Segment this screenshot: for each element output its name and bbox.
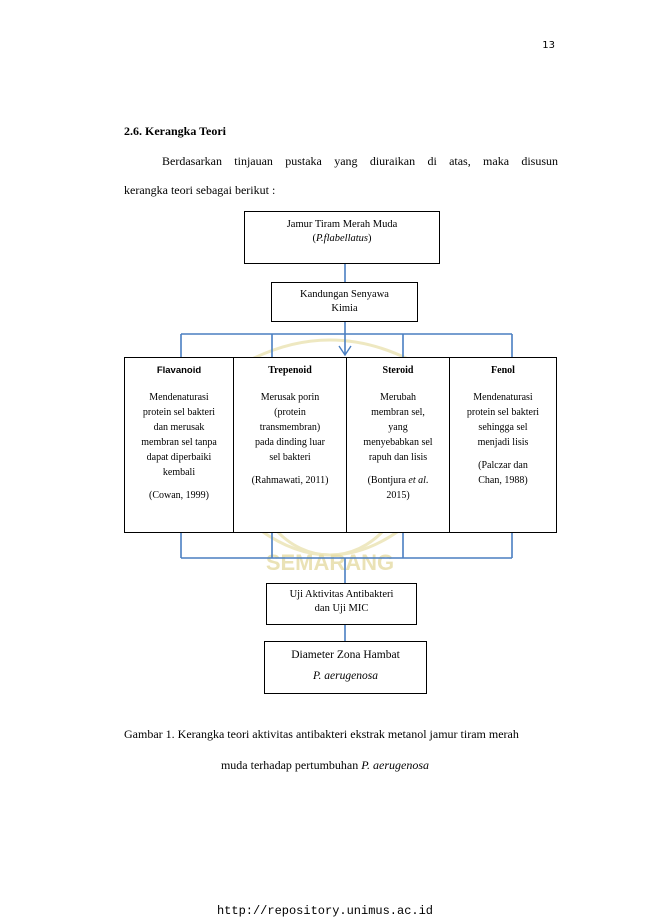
column-desc-line: rapuh dan lisis [368,452,428,463]
column-reference: (Cowan, 1999) [149,490,209,501]
column-desc-line: yang [388,422,408,433]
diameter-line-1: Diameter Zona Hambat [291,649,400,661]
column-desc-line: menjadi lisis [477,437,529,448]
column-reference: (Palczar dan [478,460,528,471]
column-desc-line: membran sel, [371,407,425,418]
column-box-steroid: Steroid Merubah membran sel, yang menyeb… [346,357,450,533]
top-box-line-2: (P.flabellatus) [312,233,372,244]
page-number: 13 [542,40,555,51]
diameter-zona-hambat-box: Diameter Zona Hambat P. aerugenosa [264,641,427,694]
kandungan-senyawa-box: Kandungan Senyawa Kimia [271,282,418,322]
figure-caption-line-1: Gambar 1. Kerangka teori aktivitas antib… [124,727,519,741]
column-desc-line: menyebabkan sel [363,437,433,448]
paragraph-line-1-text: Berdasarkan tinjauan pustaka yang diurai… [162,154,558,168]
column-title: Trepenoid [268,365,312,376]
column-title: Flavanoid [156,365,202,376]
diameter-line-2: P. aerugenosa [313,670,378,682]
paragraph-line-1: Berdasarkan tinjauan pustaka yang diurai… [124,154,558,169]
column-desc-line: pada dinding luar [255,437,325,448]
kandungan-line-1: Kandungan Senyawa [300,289,389,300]
kandungan-line-2: Kimia [331,303,358,314]
uji-line-1: Uji Aktivitas Antibakteri [289,589,394,600]
column-desc-line: protein sel bakteri [466,407,540,418]
column-desc-line: (protein [274,407,306,418]
column-desc-line: sehingga sel [478,422,528,433]
figure-caption-line-2: muda terhadap pertumbuhan P. aerugenosa [220,758,430,772]
column-desc-line: Merusak porin [260,392,320,403]
watermark-text: SEMARANG [266,550,394,575]
column-title: Steroid [382,365,414,376]
top-box-jamur-tiram: Jamur Tiram Merah Muda (P.flabellatus) [244,211,440,264]
column-box-trepenoid: Trepenoid Merusak porin (protein transme… [233,357,347,533]
column-desc-line: protein sel bakteri [142,407,216,418]
column-reference-line-2: 2015) [386,490,410,501]
column-reference-line-2: Chan, 1988) [478,475,528,486]
column-reference: (Rahmawati, 2011) [251,475,329,486]
column-desc-line: kembali [162,467,196,478]
column-box-fenol: Fenol Mendenaturasi protein sel bakteri … [449,357,557,533]
column-desc-line: membran sel tanpa [141,437,217,448]
column-box-flavanoid: Flavanoid Mendenaturasi protein sel bakt… [124,357,234,533]
uji-aktivitas-box: Uji Aktivitas Antibakteri dan Uji MIC [266,583,417,625]
column-desc-line: dan merusak [153,422,205,433]
column-desc-line: transmembran) [259,422,321,433]
column-desc-line: Mendenaturasi [473,392,533,403]
uji-line-2: dan Uji MIC [314,603,369,614]
column-desc-line: Mendenaturasi [149,392,209,403]
top-box-line-1: Jamur Tiram Merah Muda [286,219,398,230]
column-desc-line: sel bakteri [269,452,311,463]
column-title: Fenol [491,365,515,376]
paragraph-line-2: kerangka teori sebagai berikut : [124,183,276,197]
repository-url-footer: http://repository.unimus.ac.id [216,904,434,918]
column-desc-line: dapat diperbaiki [146,452,212,463]
column-desc-line: Merubah [379,392,417,403]
section-heading: 2.6. Kerangka Teori [124,124,227,138]
column-reference: (Bontjura et al. [367,475,429,486]
